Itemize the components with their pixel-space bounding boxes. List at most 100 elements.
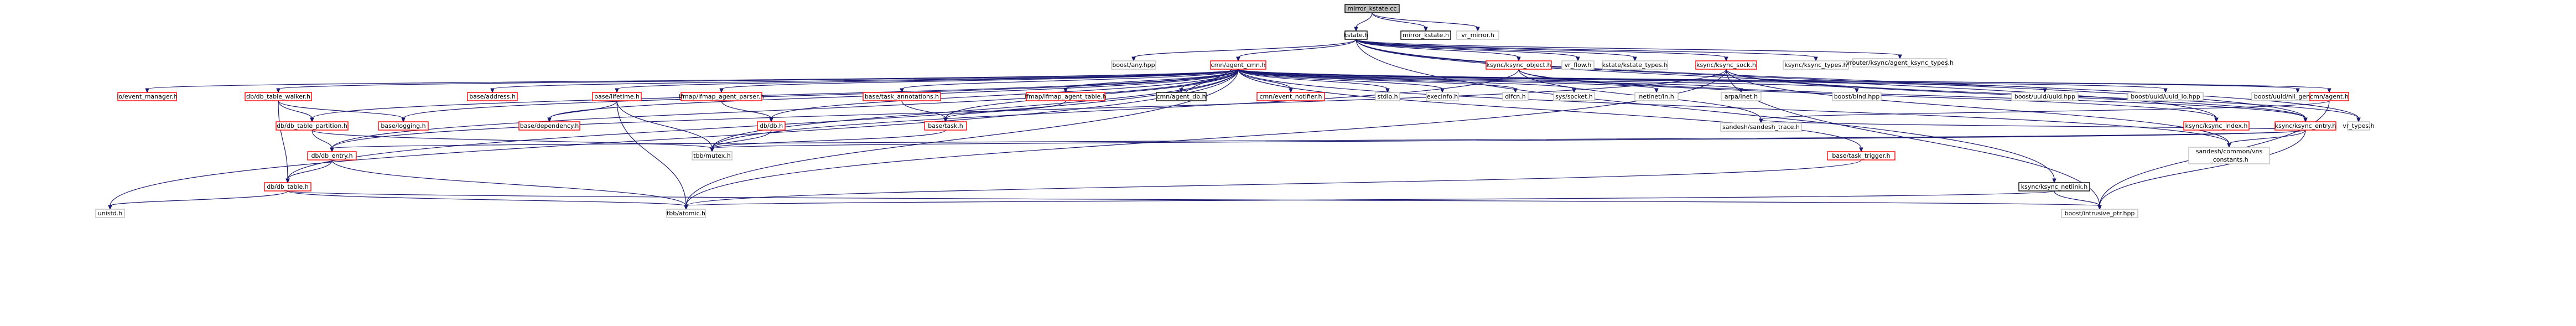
node-label: execinfo.h [1427,93,1458,100]
edge-cmn_agent_cmn-to-base_task_annotations [900,69,1239,94]
node-box [276,121,349,131]
edge-kstate_h-to-ksync_sock [1355,39,1728,62]
node-base-task-trigger[interactable]: base/task_trigger.h [1827,151,1895,161]
node-db-table-partition[interactable]: db/db_table_partition.h [276,121,349,131]
node-box [1827,151,1895,161]
node-base-address[interactable]: base/address.h [467,92,518,101]
node-box [1456,30,1499,40]
node-ifmap-agent-parser[interactable]: ifmap/ifmap_agent_parser.h [679,92,764,101]
node-db-table-walker[interactable]: db/db_table_walker.h [245,92,312,101]
node-box [757,121,786,131]
node-label: tbb/atomic.h [667,210,705,217]
node-box [863,92,941,101]
edge-cmn_agent_cmn-to-boost_uuid_io [1238,69,2168,94]
node-tbb-atomic: tbb/atomic.h [666,209,706,218]
edge-kstate_h-to-ksync_types [1355,39,1818,62]
node-label: base/task_annotations.h [865,93,939,100]
node-base-task[interactable]: base/task.h [924,121,967,131]
edge-cmn_agent_cmn-to-cmn_agent [1238,69,2331,94]
node-db-entry[interactable]: db/db_entry.h [307,151,357,161]
node-boost-uuid-io: boost/uuid/uuid_io.hpp [2127,92,2204,101]
node-io-event-manager[interactable]: io/event_manager.h [117,92,178,101]
node-box [117,92,177,101]
node-label: boost/uuid/uuid_io.hpp [2131,93,2200,100]
node-label: ifmap/ifmap_agent_parser.h [679,93,764,100]
edge-kstate_h-to-kstate_types [1355,39,1637,62]
node-label: tbb/mutex.h [693,152,731,159]
node-box [1695,60,1757,70]
node-boost-any: boost/any.hpp [1111,60,1156,70]
edge-ifmap_agent_parser-to-db_db [721,100,773,123]
node-cmn-agent-cmn[interactable]: cmn/agent_cmn.h [1210,60,1266,70]
node-db-db[interactable]: db/db.h [757,121,786,131]
node-mirror-kstate-h[interactable]: mirror_kstate.h [1400,30,1451,40]
node-ksync-sock[interactable]: ksync/ksync_sock.h [1695,60,1757,70]
node-cmn-agent[interactable]: cmn/agent.h [2309,92,2349,101]
node-cmn-event-notifier[interactable]: cmn/event_notifier.h [1256,92,1325,101]
node-arpa-inet: arpa/inet.h [1721,92,1762,101]
edge-ksync_object-to-tbb_mutex [710,69,1519,153]
node-label: vr_mirror.h [1461,32,1494,39]
edge-mirror_kstate_cc-to-mirror_kstate_h [1372,12,1428,32]
node-box [1026,92,1105,101]
node-label: vr_types.h [2343,122,2374,130]
node-label: base/task.h [928,122,963,130]
node-base-dependency[interactable]: base/dependency.h [518,121,580,131]
node-label: ksync/ksync_types.h [1784,61,1847,69]
node-execinfo: execinfo.h [1426,92,1459,101]
node-box [1634,92,1679,101]
node-box [924,121,967,131]
edge-base_lifetime-to-base_dependency [547,100,617,123]
node-box [245,92,312,101]
node-base-logging[interactable]: base/logging.h [378,121,429,131]
node-sandesh-trace: sandesh/sandesh_trace.h [1720,122,1802,132]
node-box [1602,60,1668,70]
node-box [2011,92,2079,101]
node-cmn-agent-db[interactable]: cmn/agent_db.h [1156,92,1207,101]
node-box [1156,92,1207,101]
node-kstate-h[interactable]: kstate.h [1344,30,1369,40]
edge-kstate_h-to-vr_flow [1355,39,1580,62]
node-box [1400,30,1451,40]
node-box [378,121,429,131]
edge-db_table-to-boost_intrusive_ptr [287,190,2102,210]
edge-db_entry-to-db_table [285,159,333,184]
node-box [1426,92,1459,101]
node-label: ksync/ksync_index.h [2185,122,2247,130]
node-label: ksync/ksync_sock.h [1696,61,1756,69]
edge-db_table-to-unistd [108,190,288,210]
node-sys-socket: sys/socket.h [1553,92,1595,101]
node-ksync-netlink[interactable]: ksync/ksync_netlink.h [2018,182,2090,192]
node-box [1344,4,1400,13]
edge-ksync_entry-to-boost_intrusive_ptr [2097,130,2306,210]
edge-cmn_agent_cmn-to-boost_uuid [1238,69,2047,94]
node-box [1852,58,1947,68]
node-ksync-index[interactable]: ksync/ksync_index.h [2183,121,2250,131]
node-base-task-annotations[interactable]: base/task_annotations.h [863,92,941,101]
node-ifmap-agent-table[interactable]: ifmap/ifmap_agent_table.h [1025,92,1107,101]
node-box [95,209,125,218]
node-box [1553,92,1595,101]
node-ksync-entry[interactable]: ksync/ksync_entry.h [2274,121,2336,131]
edge-ksync_entry-to-sandesh_constants [2227,130,2306,148]
node-label: unistd.h [98,210,123,217]
node-db-table[interactable]: db/db_table.h [264,182,311,192]
node-box [2061,209,2138,218]
node-base-lifetime[interactable]: base/lifetime.h [592,92,642,101]
edge-ksync_netlink-to-tbb_atomic [684,190,2055,210]
node-box [1210,60,1266,70]
node-box [307,151,357,161]
edge-db_table_walker-to-db_table [278,100,290,184]
node-label: netinet/in.h [1639,93,1674,100]
node-mirror-kstate-cc[interactable]: mirror_kstate.cc [1344,4,1400,13]
node-label: vr_flow.h [1565,61,1592,69]
edge-cmn_agent_cmn-to-dlfcn [1238,69,1518,94]
node-box [1561,60,1595,70]
node-label: ksync/ksync_netlink.h [2021,183,2087,190]
node-kstate-types: kstate/kstate_types.h [1602,60,1668,70]
edge-base_task-to-tbb_mutex [710,130,946,153]
edge-kstate_h-to-ksync_object [1355,39,1521,62]
node-box [1344,30,1368,40]
node-label: io/event_manager.h [117,93,177,100]
node-ksync-object[interactable]: ksync/ksync_object.h [1486,60,1552,70]
